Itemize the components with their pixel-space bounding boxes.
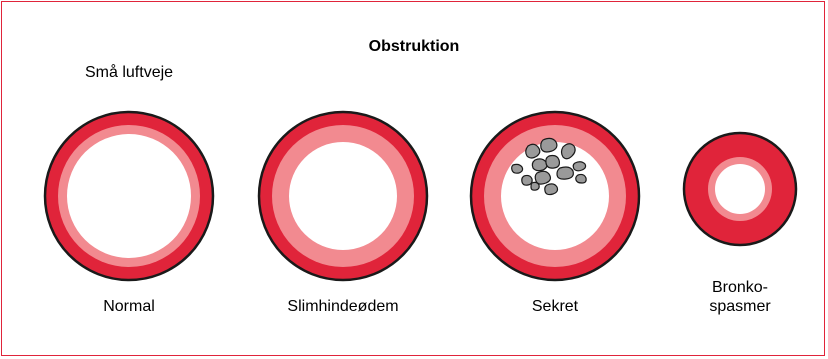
airway-bronchospasm: [684, 133, 796, 245]
label-bronchospasm-line1: Bronko-: [700, 278, 780, 297]
airway-normal: [45, 112, 213, 280]
airway-secretion: [471, 112, 639, 280]
label-bronchospasm: Bronko- spasmer: [700, 278, 780, 316]
label-mucosal-edema: Slimhindeødem: [273, 297, 413, 316]
label-bronchospasm-line2: spasmer: [700, 297, 780, 316]
label-normal: Normal: [89, 297, 169, 316]
label-secretion: Sekret: [515, 297, 595, 316]
airway-mucosal-edema: [259, 112, 427, 280]
